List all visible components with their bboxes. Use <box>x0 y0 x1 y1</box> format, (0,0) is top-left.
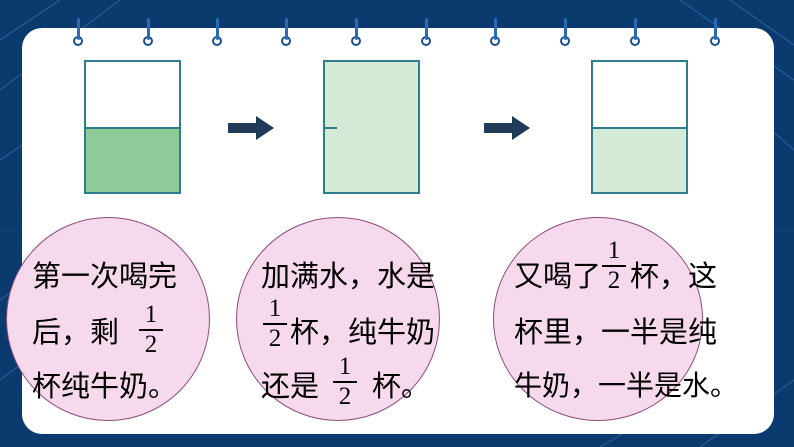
cup-2-mixture <box>325 62 418 192</box>
cup-3 <box>591 60 688 194</box>
binder-ring-icon <box>710 18 720 46</box>
bubble-1-line-1: 第一次喝完 <box>32 259 178 293</box>
fraction-numerator: 1 <box>607 237 621 264</box>
cup-1-milk <box>86 127 179 192</box>
cup-2 <box>323 60 420 194</box>
binder-ring-icon <box>560 18 570 46</box>
fraction-numerator: 1 <box>268 295 282 322</box>
fraction-bar <box>139 329 163 331</box>
cup-3-half-line <box>593 127 686 129</box>
fraction-denominator: 2 <box>607 267 621 294</box>
bubble-1-fraction: 1 2 <box>139 302 163 357</box>
binder-ring-icon <box>421 18 431 46</box>
bubble-1-line-3: 杯纯牛奶。 <box>32 369 178 403</box>
arrow-right-icon <box>228 116 274 140</box>
binder-ring-icon <box>73 18 83 46</box>
bubble-2-line-3-end: 杯。 <box>372 369 431 403</box>
bubble-2-fraction-2: 1 2 <box>333 354 357 409</box>
cup-1-half-line <box>86 127 179 129</box>
fraction-denominator: 2 <box>144 331 158 358</box>
cup-1 <box>84 60 181 194</box>
binder-ring-icon <box>490 18 500 46</box>
binder-ring-icon <box>212 18 222 46</box>
arrow-right-icon <box>484 116 530 140</box>
fraction-numerator: 1 <box>338 353 352 380</box>
explanation-bubble-2 <box>236 217 440 421</box>
bubble-3-line-1-start: 又喝了 <box>514 259 602 293</box>
bubble-2-line-3-start: 还是 <box>261 369 320 403</box>
explanation-bubble-3 <box>493 217 703 421</box>
fraction-denominator: 2 <box>268 325 282 352</box>
bubble-3-line-3: 牛奶，一半是水。 <box>514 369 739 402</box>
fraction-bar <box>263 323 287 325</box>
binder-ring-icon <box>143 18 153 46</box>
fraction-bar <box>602 265 626 267</box>
bubble-3-fraction: 1 2 <box>602 238 626 293</box>
cup-2-half-mark <box>325 127 337 129</box>
bubble-2-line-1: 加满水，水是 <box>261 259 436 293</box>
binder-ring-icon <box>281 18 291 46</box>
bubble-1-line-2: 后，剩 <box>32 315 120 349</box>
bubble-2-line-2: 杯，纯牛奶 <box>290 315 436 349</box>
fraction-bar <box>333 381 357 383</box>
binder-ring-icon <box>630 18 640 46</box>
explanation-bubble-1 <box>6 217 210 421</box>
bubble-2-fraction-1: 1 2 <box>263 296 287 351</box>
bubble-3-line-1-end: 杯，这 <box>630 259 718 293</box>
fraction-denominator: 2 <box>338 383 352 410</box>
binder-ring-icon <box>351 18 361 46</box>
bubble-3-line-2: 杯里，一半是纯 <box>514 315 718 349</box>
cup-3-mixture <box>593 127 686 192</box>
fraction-numerator: 1 <box>144 301 158 328</box>
